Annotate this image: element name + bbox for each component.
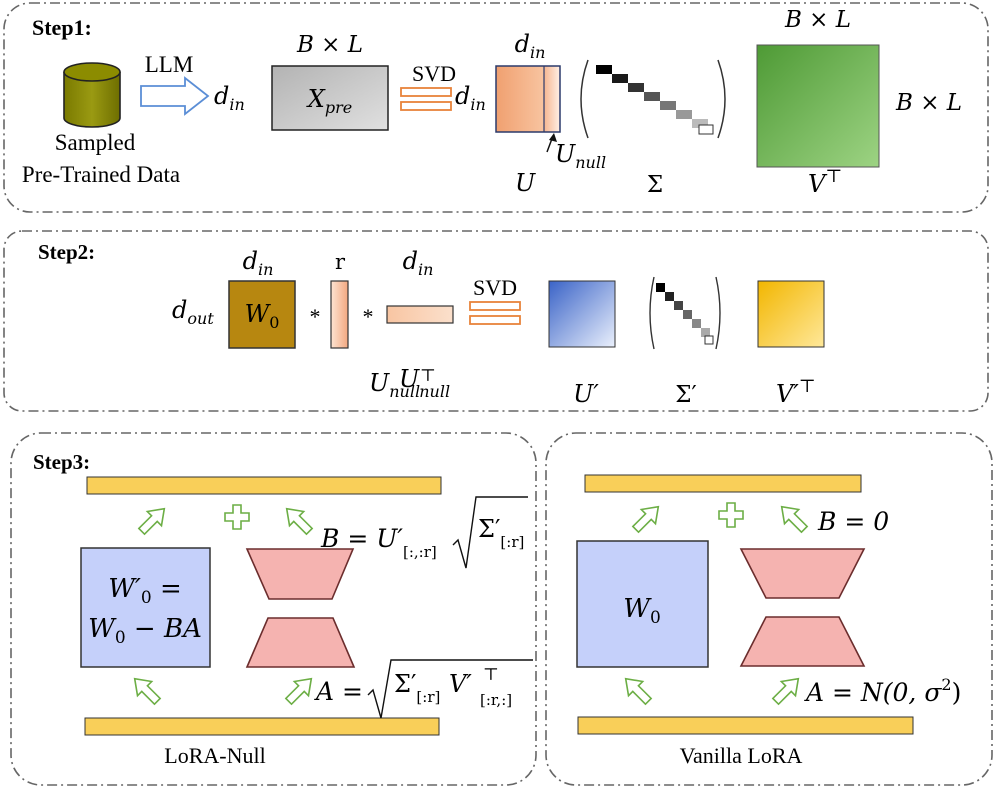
sigmaprime-label: Σ′ [675,382,696,408]
db-label-pretrained: Pre-Trained Data [22,162,180,187]
right-w0-label: W0 [623,594,661,628]
w0-matrix [228,280,296,349]
vt-label: V⊤ [808,166,842,198]
unull-step2-matrix [330,280,349,349]
plus-icon [718,502,744,528]
vt-dim-right: B × L [895,90,962,116]
u-matrix [496,66,544,132]
svd-label-2: SVD [473,275,517,300]
uprime-label: U′ [573,380,599,408]
sigmaprime-matrix [649,276,721,350]
left-a-sqrt [367,659,533,719]
unull-matrix [544,66,560,132]
step2-panel [3,230,989,412]
database-icon [63,62,121,128]
w0-label: W0 [245,300,280,332]
uprime-matrix [548,280,616,348]
unullt-matrix [386,305,454,324]
right-bottom-bar [577,716,914,735]
left-b-eq: B = U′[:,:r] [320,524,437,561]
left-a-sigma: Σ′[:r] [394,670,440,706]
arrow-up-icon [285,507,314,536]
left-a-v: V′ [449,670,472,698]
w0prime-box [80,547,211,668]
right-lora-b-trapezoid [739,548,866,599]
svd-label-1: SVD [412,61,456,86]
unullt-label: Unull [399,365,450,401]
svd-icon-1 [400,87,452,111]
arrow-up-icon [137,507,166,536]
arrow-up-icon [631,505,660,534]
right-lora-a-trapezoid [739,616,866,667]
xpre-dim-label: B × L [296,32,363,58]
arrow-up-icon [284,677,313,706]
left-top-bar [86,476,442,495]
step2-title: Step2: [38,240,95,264]
u-label: U [515,169,536,197]
step3-right-panel [545,432,993,786]
right-top-bar [584,474,862,493]
w0-dim-top: din [243,247,274,279]
plus-icon [224,504,250,530]
left-b-sigma: Σ′[:r] [478,515,524,551]
r-label: r [335,250,346,274]
step3-left-panel [10,432,537,786]
unullt-dim-top: din [403,247,434,279]
multiply-1: * [310,304,321,329]
din-mid: din [455,82,486,114]
lora-b-trapezoid [245,548,355,600]
left-caption: LoRA-Null [164,743,265,768]
left-bottom-bar [84,717,440,736]
left-a-v-sup: ⊤ [483,665,499,685]
u-matrix-border [495,65,561,133]
vprimet-label: V′⊤ [776,376,816,408]
db-label-sampled: Sampled [55,130,136,155]
xpre-label: Xpre [306,85,352,117]
arrow-up-icon [771,677,800,706]
unull-pointer-head [549,133,557,142]
left-a-v-sub: [:r,:] [480,691,512,709]
step1-title: Step1: [32,15,92,40]
multiply-2: * [363,304,374,329]
vt-matrix [756,44,880,168]
llm-arrow-icon [140,76,210,116]
unull-label: Unull [555,140,606,172]
arrow-up-icon [780,505,809,534]
arrow-up-icon [624,677,653,706]
w0prime-line2: W0 − BA [88,614,202,648]
right-caption: Vanilla LoRA [680,743,803,768]
llm-label: LLM [145,52,194,77]
din-left: din [214,82,245,114]
step3-title: Step3: [33,450,90,474]
right-w0-box [576,540,709,668]
arrow-up-icon [133,677,162,706]
vprimet-matrix [757,280,825,348]
lora-a-trapezoid [245,617,356,668]
left-b-sqrt [452,496,528,569]
right-b-eq: B = 0 [817,507,889,536]
sigma-matrix [580,59,726,139]
left-a-eq: A = [314,677,363,706]
w0-dim-left: dout [172,296,214,328]
right-a-eq: A = N(0, σ2) [804,675,961,707]
svd-icon-2 [469,301,521,325]
unullt-sup: ⊤ [420,366,436,386]
step1-panel [3,2,989,213]
sigma-label: Σ [647,172,663,198]
xpre-matrix [271,65,389,131]
w0prime-line1: W′0 = [108,574,182,608]
u-dim-label: din [515,30,546,62]
unull-step2-label: Unull [369,369,420,401]
vt-dim-top: B × L [784,7,851,33]
